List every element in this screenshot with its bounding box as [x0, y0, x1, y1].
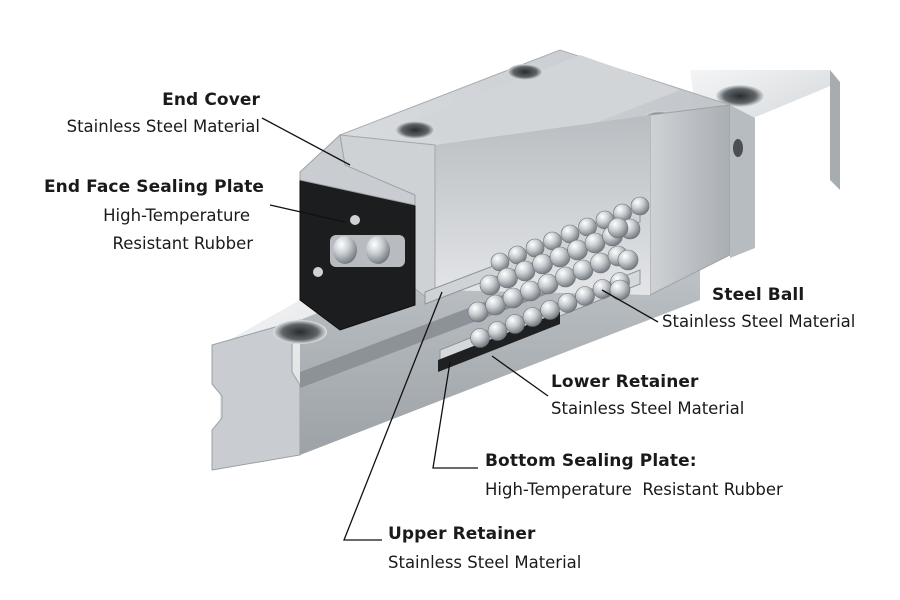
end-plate-screw-bottom [313, 267, 323, 277]
steel-ball [540, 300, 560, 320]
steel-ball [590, 252, 611, 274]
end-face-sealing-plate-material-1: High-Temperature [103, 206, 250, 225]
lower-retainer-title: Lower Retainer [551, 372, 699, 392]
lower-retainer-material: Stainless Steel Material [551, 399, 745, 418]
leader-lower-retainer [491, 355, 549, 397]
end-face-sealing-plate-material-2: Resistant Rubber [112, 234, 253, 253]
bottom-sealing-plate-title: Bottom Sealing Plate: [485, 451, 697, 471]
block-top-flat [400, 55, 680, 160]
end-cover [299, 134, 416, 206]
steel-ball [479, 274, 501, 296]
steel-ball [567, 239, 588, 261]
block-side-plate [730, 105, 755, 258]
steel-ball [607, 217, 629, 239]
steel-ball [555, 266, 576, 288]
bottom-sealing-plate [438, 312, 560, 372]
steel-ball [572, 259, 594, 281]
end-cover-material: Stainless Steel Material [66, 117, 260, 136]
steel-ball [497, 267, 518, 289]
label-upper-retainer: Upper Retainer Stainless Steel Material [388, 524, 581, 572]
steel-ball [467, 301, 489, 323]
steel-ball-title: Steel Ball [712, 285, 805, 305]
label-lower-retainer: Lower Retainer Stainless Steel Material [551, 372, 744, 418]
steel-ball [470, 328, 490, 348]
steel-ball [630, 196, 650, 216]
steel-balls [467, 196, 650, 348]
upper-retainer-title: Upper Retainer [388, 524, 536, 544]
upper-retainer-material: Stainless Steel Material [388, 553, 582, 572]
grease-nipple-2 [366, 236, 390, 264]
block-top-hole-right [507, 64, 543, 80]
leader-end-cover [261, 117, 351, 166]
rail-hole-back [716, 85, 764, 107]
steel-ball [520, 280, 541, 302]
steel-ball [549, 246, 571, 268]
leader-steel-ball [601, 289, 659, 323]
rail-back-side [830, 70, 840, 190]
rail-hole-front [273, 320, 327, 344]
label-bottom-sealing-plate: Bottom Sealing Plate: High-Temperature R… [485, 451, 783, 499]
steel-ball [592, 279, 613, 299]
steel-ball [502, 287, 524, 309]
steel-ball [575, 286, 595, 306]
end-cover-title: End Cover [162, 90, 260, 110]
steel-ball-material: Stainless Steel Material [662, 312, 856, 331]
grease-nipple [333, 236, 357, 264]
block-right-face [649, 104, 731, 296]
label-end-cover: End Cover Stainless Steel Material [48, 90, 260, 136]
steel-ball [557, 293, 578, 313]
side-plate-hole [733, 139, 743, 157]
label-steel-ball: Steel Ball Stainless Steel Material [662, 285, 855, 331]
steel-ball [485, 294, 506, 316]
steel-ball [532, 253, 553, 275]
leader-lines [261, 117, 659, 541]
end-face-sealing-plate-title: End Face Sealing Plate [43, 177, 265, 197]
end-plate-screw-top [350, 215, 360, 225]
leader-end-face-sealing-plate [269, 204, 346, 223]
rail-end-face [211, 319, 301, 471]
steel-ball [487, 321, 508, 341]
steel-ball [617, 249, 639, 271]
steel-ball [505, 314, 525, 334]
steel-ball [584, 232, 606, 254]
leader-bottom-sealing-plate [432, 361, 478, 469]
block-top-hole-left [395, 121, 435, 139]
steel-ball [537, 273, 559, 295]
label-end-face-sealing-plate: End Face Sealing Plate High-Temperature … [25, 177, 283, 253]
steel-ball [514, 260, 536, 282]
steel-ball [522, 307, 543, 327]
bottom-sealing-plate-material: High-Temperature Resistant Rubber [485, 480, 783, 499]
leader-upper-retainer [343, 291, 443, 541]
